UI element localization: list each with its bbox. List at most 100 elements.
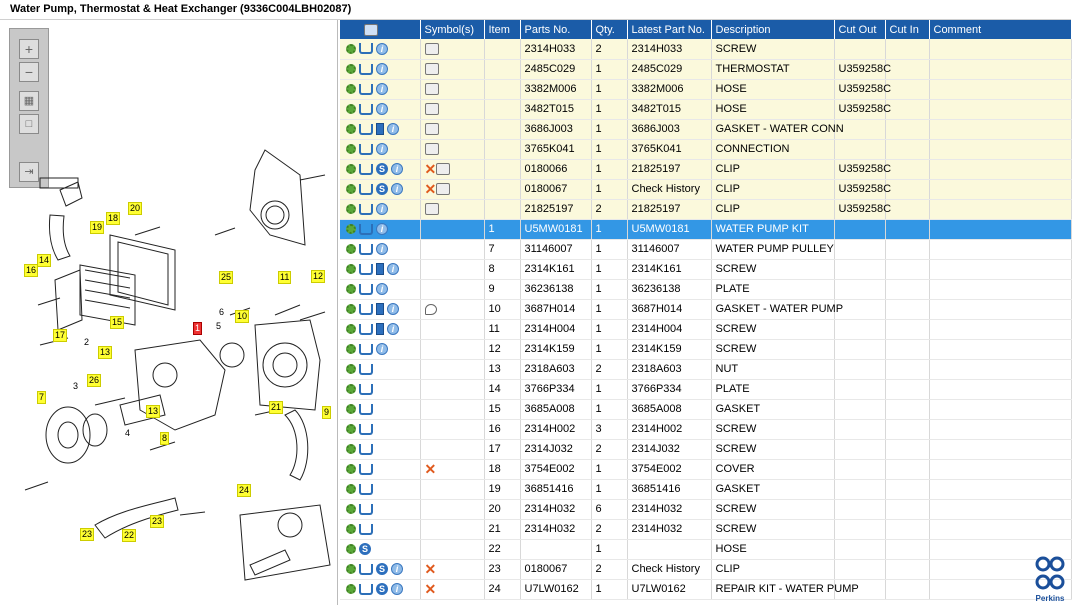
column-header-qty[interactable]: Qty. bbox=[591, 20, 628, 39]
add-to-cart-icon[interactable] bbox=[359, 323, 373, 335]
callout-label[interactable]: 21 bbox=[269, 401, 284, 414]
zoom-out-button[interactable]: − bbox=[19, 62, 39, 82]
view-in-drawing-icon[interactable] bbox=[436, 163, 451, 175]
callout-label[interactable]: 9 bbox=[322, 406, 332, 419]
callout-label[interactable]: 12 bbox=[311, 270, 326, 283]
add-to-cart-icon[interactable] bbox=[359, 223, 373, 235]
info-icon[interactable]: i bbox=[376, 63, 388, 76]
view-in-drawing-icon[interactable] bbox=[436, 183, 451, 195]
settings-gear-icon[interactable] bbox=[346, 344, 356, 355]
settings-gear-icon[interactable] bbox=[346, 384, 356, 395]
add-to-cart-icon[interactable] bbox=[359, 343, 373, 355]
callout-label[interactable]: 6 bbox=[219, 307, 225, 317]
callout-label[interactable]: 23 bbox=[80, 528, 95, 541]
zoom-in-button[interactable]: + bbox=[19, 39, 39, 59]
note-bubble-icon[interactable] bbox=[424, 303, 437, 315]
settings-gear-icon[interactable] bbox=[346, 484, 356, 495]
info-icon[interactable]: i bbox=[376, 103, 388, 116]
column-header-cut-out[interactable]: Cut Out bbox=[834, 20, 886, 39]
settings-gear-icon[interactable] bbox=[346, 404, 356, 415]
callout-label[interactable]: 2 bbox=[84, 337, 90, 347]
service-book-icon[interactable] bbox=[376, 323, 384, 336]
settings-gear-icon[interactable] bbox=[346, 224, 356, 235]
info-icon[interactable]: i bbox=[387, 123, 399, 136]
callout-label[interactable]: 5 bbox=[216, 321, 222, 331]
add-to-cart-icon[interactable] bbox=[359, 443, 373, 455]
supersession-icon[interactable]: S bbox=[376, 163, 388, 176]
service-book-icon[interactable] bbox=[376, 303, 384, 316]
view-in-drawing-icon[interactable] bbox=[424, 83, 439, 96]
callout-label-selected[interactable]: 1 bbox=[193, 322, 203, 335]
add-to-cart-icon[interactable] bbox=[359, 163, 373, 175]
add-to-cart-icon[interactable] bbox=[359, 123, 373, 135]
settings-gear-icon[interactable] bbox=[346, 544, 356, 555]
settings-gear-icon[interactable] bbox=[346, 84, 356, 95]
add-to-cart-icon[interactable] bbox=[359, 143, 373, 155]
callout-label[interactable]: 10 bbox=[235, 310, 250, 323]
view-in-drawing-icon[interactable] bbox=[424, 203, 439, 216]
add-to-cart-icon[interactable] bbox=[359, 83, 373, 95]
add-to-cart-icon[interactable] bbox=[359, 283, 373, 295]
callout-label[interactable]: 15 bbox=[110, 316, 125, 329]
add-to-cart-icon[interactable] bbox=[359, 103, 373, 115]
add-to-cart-icon[interactable] bbox=[359, 303, 373, 315]
add-to-cart-icon[interactable] bbox=[359, 203, 373, 215]
view-in-drawing-icon[interactable] bbox=[424, 42, 439, 55]
add-to-cart-icon[interactable] bbox=[359, 183, 373, 195]
callout-label[interactable]: 18 bbox=[106, 212, 121, 225]
service-book-icon[interactable] bbox=[376, 123, 384, 136]
info-icon[interactable]: i bbox=[376, 283, 388, 296]
search-icon[interactable] bbox=[364, 23, 378, 36]
info-icon[interactable]: i bbox=[376, 203, 388, 216]
info-icon[interactable]: i bbox=[376, 83, 388, 96]
settings-gear-icon[interactable] bbox=[346, 584, 356, 595]
callout-label[interactable]: 25 bbox=[219, 271, 234, 284]
add-to-cart-icon[interactable] bbox=[359, 563, 373, 575]
callout-label[interactable]: 16 bbox=[24, 264, 39, 277]
info-icon[interactable]: i bbox=[387, 323, 399, 336]
page-view-button[interactable]: □ bbox=[19, 114, 39, 134]
settings-gear-icon[interactable] bbox=[346, 464, 356, 475]
callout-label[interactable]: 22 bbox=[122, 529, 137, 542]
supersession-icon[interactable]: S bbox=[376, 563, 388, 576]
settings-gear-icon[interactable] bbox=[346, 124, 356, 135]
add-to-cart-icon[interactable] bbox=[359, 63, 373, 75]
callout-label[interactable]: 13 bbox=[146, 405, 161, 418]
column-header-comment[interactable]: Comment bbox=[929, 20, 1072, 39]
callout-label[interactable]: 26 bbox=[87, 374, 102, 387]
settings-gear-icon[interactable] bbox=[346, 284, 356, 295]
callout-label[interactable]: 11 bbox=[278, 271, 292, 284]
callout-label[interactable]: 17 bbox=[53, 329, 68, 342]
column-header-description[interactable]: Description bbox=[711, 20, 835, 39]
info-icon[interactable]: i bbox=[391, 563, 403, 576]
settings-gear-icon[interactable] bbox=[346, 524, 356, 535]
view-in-drawing-icon[interactable] bbox=[424, 63, 439, 76]
callout-label[interactable]: 24 bbox=[237, 484, 252, 497]
view-in-drawing-icon[interactable] bbox=[424, 103, 439, 116]
column-header-cut-in[interactable]: Cut In bbox=[885, 20, 930, 39]
settings-gear-icon[interactable] bbox=[346, 304, 356, 315]
supersession-icon[interactable]: S bbox=[376, 583, 388, 596]
callout-label[interactable]: 3 bbox=[73, 381, 79, 391]
settings-gear-icon[interactable] bbox=[346, 264, 356, 275]
